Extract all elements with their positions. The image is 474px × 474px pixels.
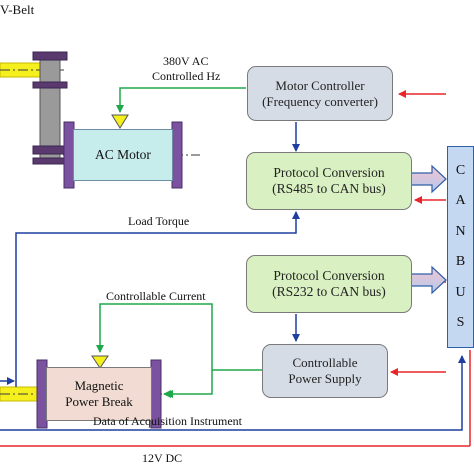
load-torque-line bbox=[15, 211, 300, 387]
belt-pulley-top-2 bbox=[32, 81, 68, 89]
protocol-conversion-232-line1: Protocol Conversion bbox=[273, 267, 385, 283]
motor-input-triangle bbox=[111, 114, 129, 129]
can-letter-5: U bbox=[455, 284, 466, 300]
ac-power-label-line2: Controlled Hz bbox=[152, 69, 221, 83]
can-letter-1: C bbox=[455, 162, 466, 178]
dc-label: 12V DC bbox=[142, 451, 183, 465]
v-belt-label: V-Belt bbox=[0, 2, 35, 17]
power-supply-line1: Controllable bbox=[292, 355, 358, 371]
brake-input-triangle bbox=[91, 355, 109, 369]
brake-line1: Magnetic bbox=[74, 377, 124, 393]
protocol-conversion-485-box: Protocol Conversion (RS485 to CAN bus) bbox=[246, 152, 412, 210]
can-bus-bar: C A N B U S bbox=[447, 146, 474, 348]
acquisition-line bbox=[0, 355, 466, 431]
motor-controller-box: Motor Controller (Frequency converter) bbox=[247, 66, 393, 121]
magnetic-brake-box: Magnetic Power Break bbox=[46, 367, 152, 421]
can-letter-6: S bbox=[456, 315, 465, 331]
power-supply-box: Controllable Power Supply bbox=[262, 344, 388, 398]
ac-motor-label: AC Motor bbox=[95, 147, 151, 162]
current-line bbox=[96, 303, 262, 371]
current-line-lower bbox=[165, 370, 213, 398]
ac-power-label-line1: 380V AC bbox=[163, 54, 209, 68]
ac-power-line bbox=[116, 87, 246, 113]
controllable-current-label: Controllable Current bbox=[106, 289, 206, 303]
protocol-conversion-485-line1: Protocol Conversion bbox=[273, 164, 385, 180]
belt-pulley-bottom bbox=[32, 145, 68, 155]
protocol-conversion-232-line2: (RS232 to CAN bus) bbox=[272, 284, 386, 299]
motor-flange-right bbox=[171, 121, 183, 189]
brake-line2: Power Break bbox=[65, 394, 133, 409]
load-torque-label: Load Torque bbox=[128, 214, 190, 228]
acquisition-label: Data of Acquisition Instrument bbox=[93, 414, 242, 428]
motor-controller-line2: (Frequency converter) bbox=[262, 93, 378, 109]
v-belt bbox=[39, 59, 61, 161]
belt-pulley-top bbox=[32, 51, 68, 61]
can-letter-2: A bbox=[455, 193, 466, 209]
motor-controller-line1: Motor Controller bbox=[275, 77, 365, 93]
can-letter-4: B bbox=[455, 254, 466, 270]
protocol-conversion-485-line2: (RS485 to CAN bus) bbox=[272, 181, 386, 196]
power-supply-line2: Power Supply bbox=[288, 371, 362, 386]
can-letter-3: N bbox=[455, 223, 466, 239]
ac-motor-box: AC Motor bbox=[73, 129, 173, 181]
protocol-conversion-232-box: Protocol Conversion (RS232 to CAN bus) bbox=[246, 255, 412, 313]
belt-pulley-bottom-2 bbox=[32, 157, 68, 165]
